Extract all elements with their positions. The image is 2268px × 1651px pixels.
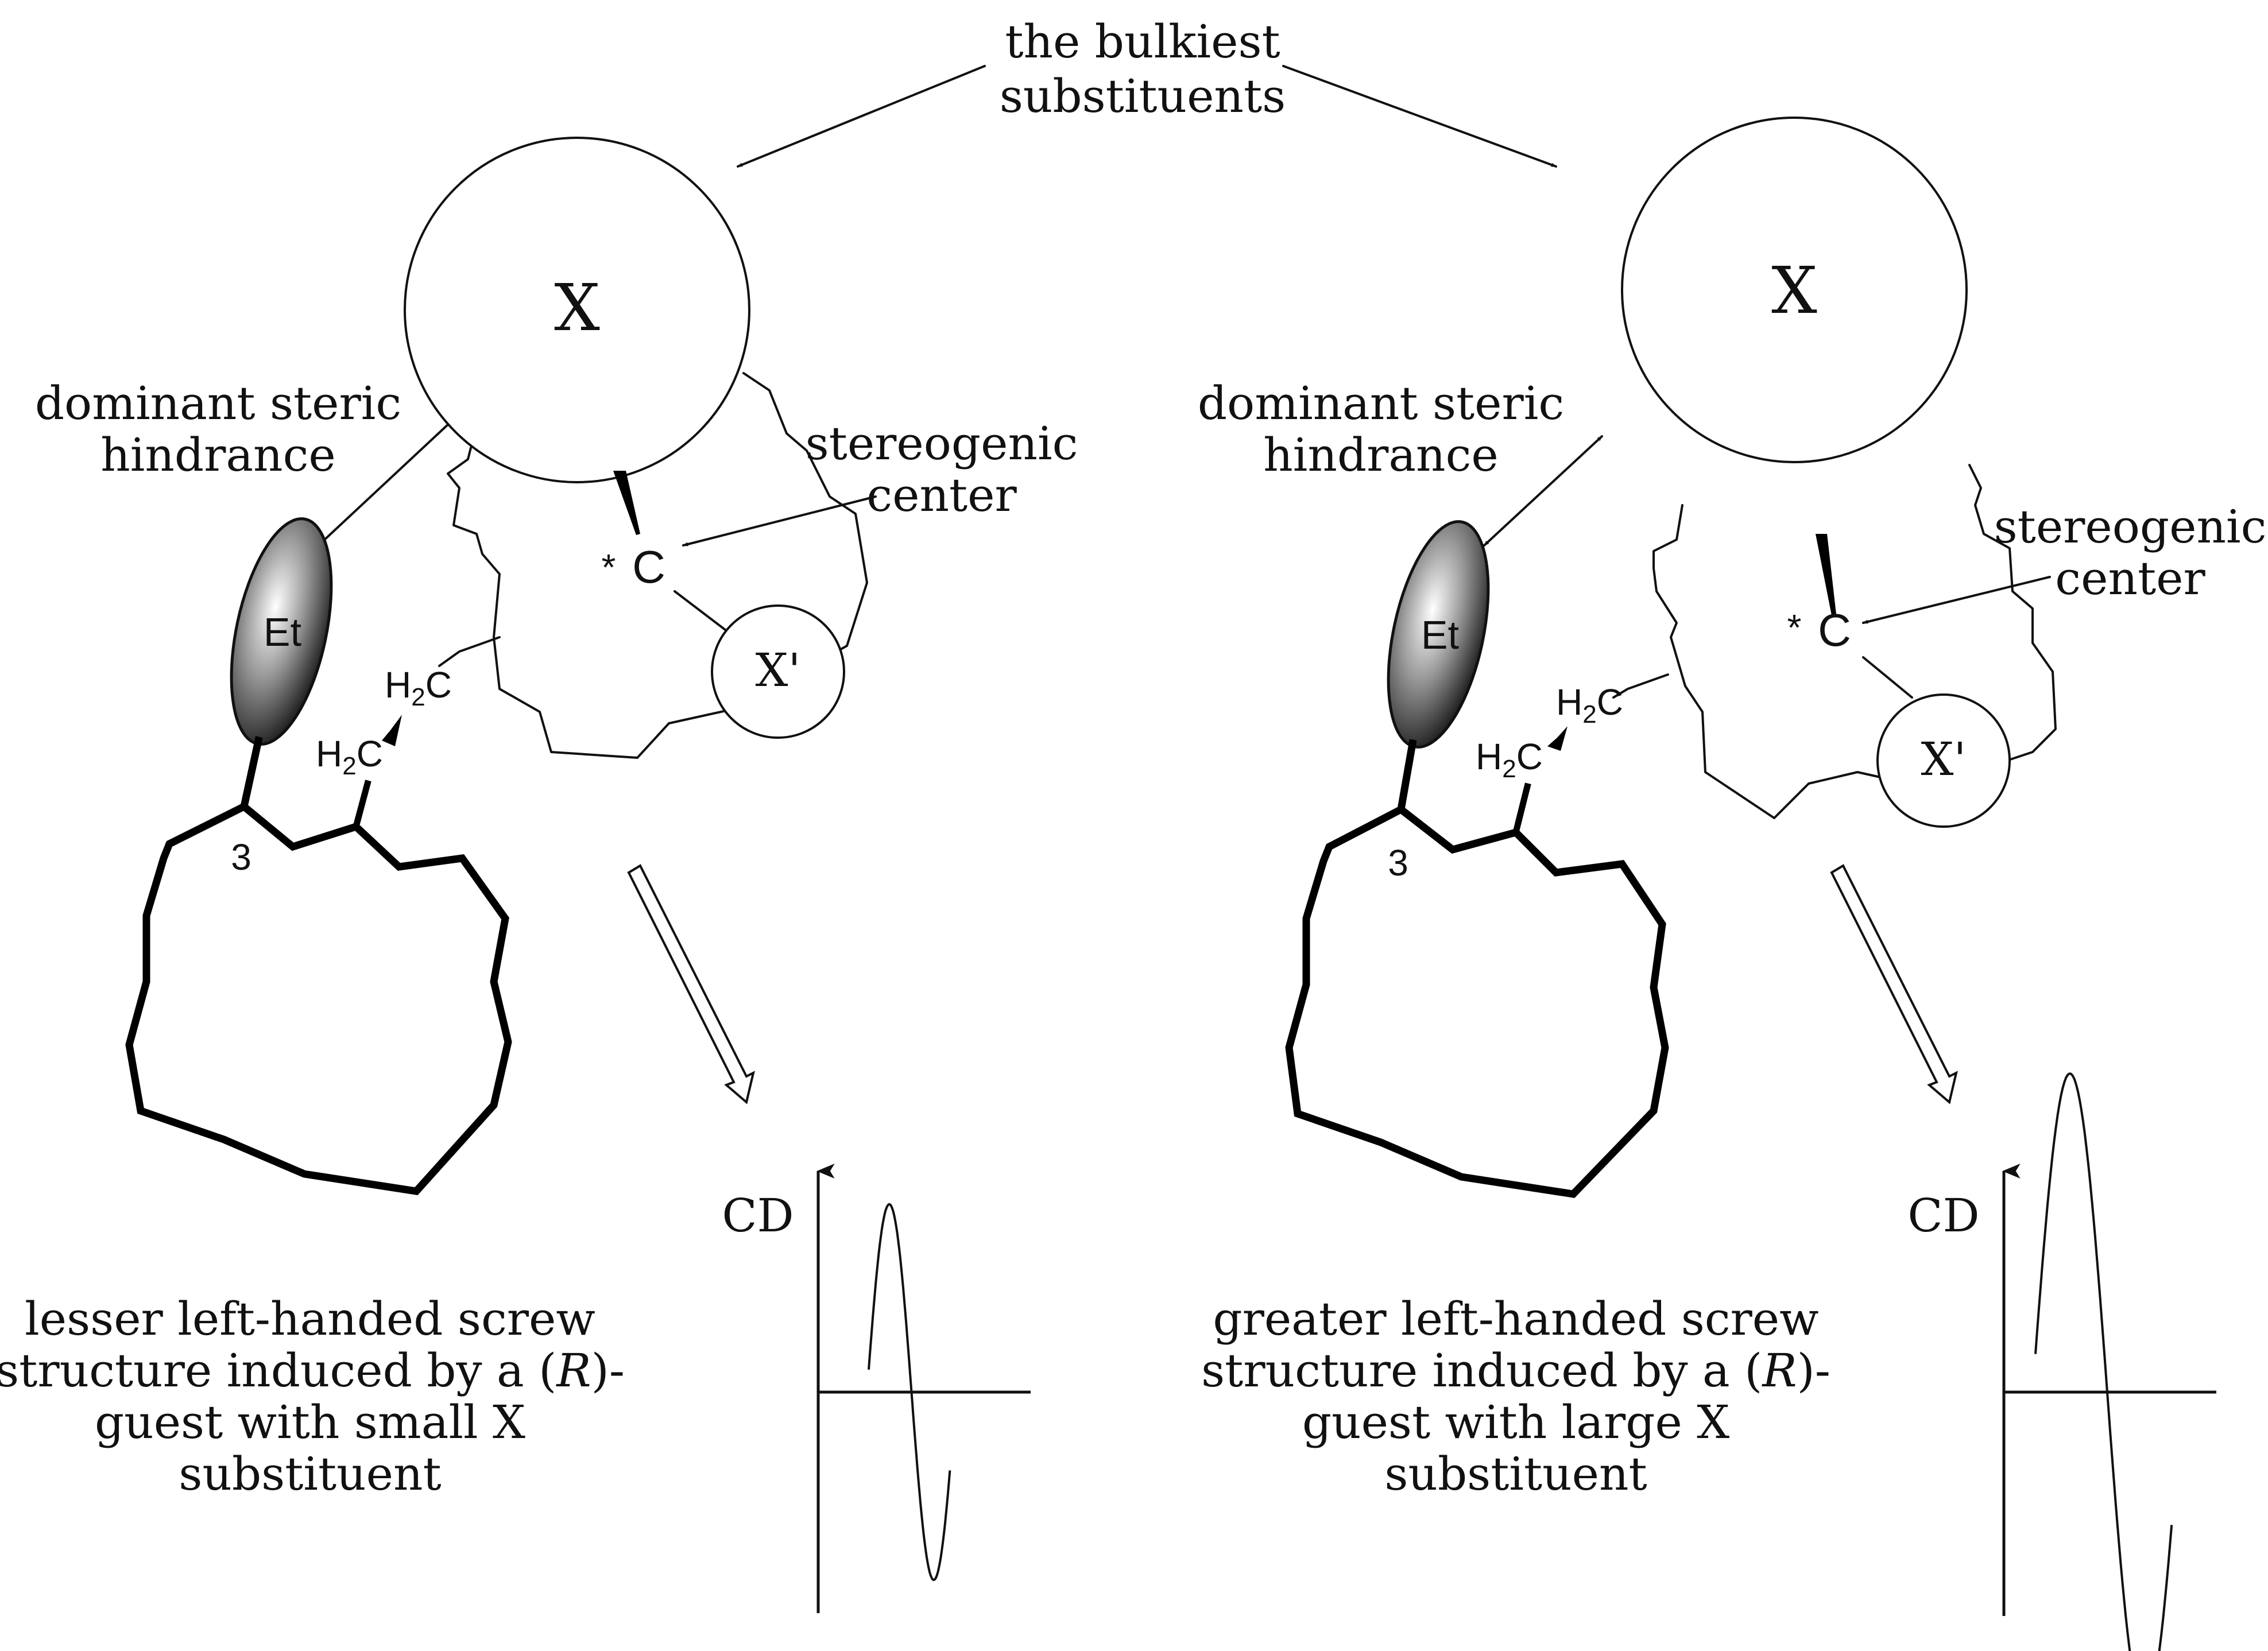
x-substituent-label: X (1771, 254, 1817, 328)
caption-line-4: substituent (179, 1447, 441, 1501)
guest-branch (438, 636, 501, 667)
hindrance-double-arrow (320, 421, 452, 544)
caption-line-3: guest with small X (95, 1396, 525, 1449)
x-prime-label: X' (756, 644, 801, 697)
cd-curve (868, 1203, 951, 1582)
h2c-label-lower: H2C (1476, 736, 1543, 783)
stereogenic-label-line-1: stereogenic (806, 417, 1078, 470)
x-prime-circle (711, 604, 845, 739)
macrocycle-ring (125, 801, 512, 1195)
x-substituent-circle (404, 137, 750, 483)
cd-plot-right: CD (1907, 1072, 2216, 1651)
hindrance-double-arrow (1483, 435, 1603, 547)
header-line-1: the bulkiest (1005, 15, 1280, 68)
ring-position-label: 3 (231, 836, 251, 878)
guest-branch (1612, 673, 1669, 699)
h2c-label-upper: H2C (385, 664, 452, 711)
panel-right: dominant steric hindrance X stereogenic … (1198, 117, 2267, 1651)
hindrance-label-line-2: hindrance (1263, 428, 1498, 482)
hindrance-label-line-1: dominant steric (1198, 377, 1564, 430)
stereogenic-arrow (682, 495, 877, 547)
h2c-label-upper: H2C (1556, 681, 1623, 728)
caption-line-2: structure induced by a (R)- (0, 1344, 625, 1397)
chiral-carbon-label: C (632, 541, 665, 592)
x-prime-label: X' (1921, 733, 1967, 786)
ethyl-bond (239, 736, 263, 811)
stereogenic-label-line-2: center (866, 468, 1017, 522)
guest-chain-loop (447, 372, 868, 759)
bulkiest-arrow-left (737, 65, 986, 168)
x-substituent-label: X (554, 271, 600, 346)
caption-line-3: guest with large X (1302, 1396, 1729, 1449)
star-mark: * (602, 547, 616, 588)
x-prime-circle (1876, 693, 2011, 828)
cd-plot-left: CD (722, 1164, 1031, 1613)
caption-line-1: lesser left-handed screw (25, 1292, 595, 1346)
ethyl-label: Et (264, 610, 301, 654)
stereogenic-arrow (1862, 576, 2051, 624)
wedge-bond (613, 471, 640, 535)
caption-line-2: structure induced by a (R)- (1201, 1344, 1830, 1397)
chiral-carbon-label: C (1818, 604, 1851, 656)
macrocycle-ring (1285, 804, 1669, 1198)
h2c-label-lower: H2C (316, 733, 383, 780)
panel-left: dominant steric hindrance X stereogenic … (0, 137, 1078, 1613)
cd-axis-label: CD (1907, 1189, 1979, 1242)
stereogenic-label-line-1: stereogenic (1994, 500, 2267, 553)
ethyl-bond (1396, 739, 1417, 814)
cd-curve (2034, 1072, 2173, 1651)
h2c-wedge (382, 715, 402, 746)
x-substituent-circle (1621, 117, 1968, 463)
star-mark: * (1787, 607, 1802, 648)
header-line-2: substituents (1000, 69, 1286, 123)
hollow-arrow-down (627, 864, 755, 1104)
h2c-to-ring-bond (1512, 782, 1531, 836)
hindrance-label-line-2: hindrance (100, 428, 335, 482)
hindrance-label-line-1: dominant steric (35, 377, 401, 430)
c-to-xprime-bond (674, 590, 736, 638)
stereogenic-label-line-2: center (2055, 552, 2205, 605)
h2c-to-ring-bond (352, 780, 371, 831)
ethyl-label: Et (1421, 613, 1459, 657)
cd-axis-label: CD (722, 1189, 794, 1242)
caption-line-1: greater left-handed screw (1213, 1292, 1818, 1346)
h2c-wedge (1547, 726, 1568, 751)
wedge-bond (1816, 534, 1836, 615)
c-to-xprime-bond (1862, 656, 1913, 699)
caption-line-4: substituent (1384, 1447, 1647, 1501)
ring-position-label: 3 (1388, 842, 1408, 883)
bulkiest-arrow-right (1282, 65, 1557, 168)
hollow-arrow-down (1830, 864, 1958, 1104)
